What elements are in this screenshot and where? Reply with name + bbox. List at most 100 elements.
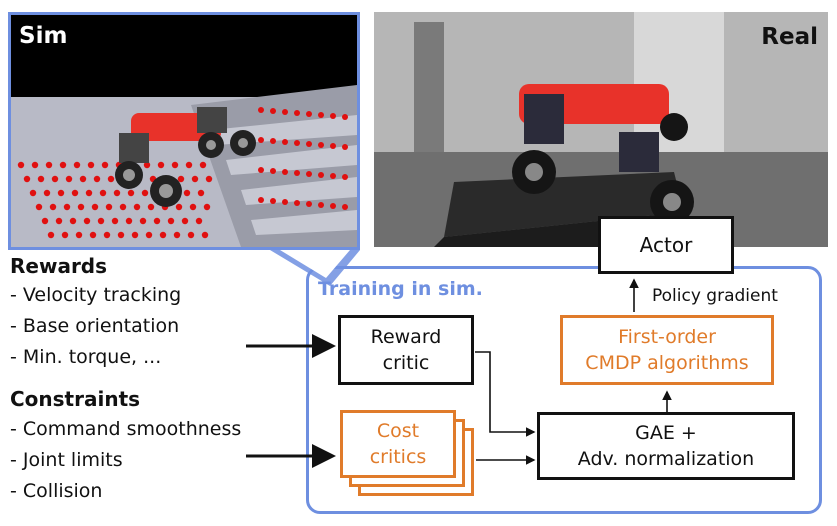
sim-marker [318, 172, 324, 178]
sim-marker [37, 175, 45, 183]
sim-marker [55, 217, 63, 225]
cmdp-box: First-order CMDP algorithms [560, 315, 774, 385]
sim-marker [35, 203, 43, 211]
sim-marker [49, 203, 57, 211]
cost-critics-line1: Cost [376, 420, 420, 442]
sim-marker [145, 231, 153, 239]
sim-marker [199, 161, 207, 169]
reward-critic-line2: critic [382, 352, 430, 374]
sim-marker [181, 217, 189, 225]
reward-item: - Min. torque, ... [10, 346, 162, 368]
sim-marker [159, 231, 167, 239]
sim-callout-inner [280, 250, 350, 278]
sim-marker [330, 203, 336, 209]
sim-marker [270, 198, 276, 204]
sim-marker [65, 175, 73, 183]
sim-marker [282, 109, 288, 115]
constraint-item: - Joint limits [10, 449, 123, 471]
sim-marker [45, 161, 53, 169]
policy-gradient-label: Policy gradient [652, 286, 778, 306]
sim-marker [131, 231, 139, 239]
sim-marker [93, 175, 101, 183]
cmdp-line2: CMDP algorithms [585, 352, 749, 374]
sim-marker [185, 161, 193, 169]
sim-marker [258, 167, 264, 173]
sim-marker [31, 161, 39, 169]
sim-marker [73, 161, 81, 169]
sim-marker [342, 144, 348, 150]
sim-marker [306, 171, 312, 177]
sim-marker [342, 114, 348, 120]
sim-marker [127, 189, 135, 197]
constraints-title: Constraints [10, 387, 141, 411]
sim-marker [79, 175, 87, 183]
sim-marker [147, 203, 155, 211]
reward-critic-line1: Reward [370, 326, 442, 348]
sim-marker [51, 175, 59, 183]
sim-marker [282, 199, 288, 205]
sim-marker [342, 174, 348, 180]
sim-marker [143, 161, 151, 169]
sim-marker [258, 107, 264, 113]
sim-marker [175, 203, 183, 211]
sim-marker [63, 203, 71, 211]
training-frame [306, 266, 822, 514]
sim-marker [258, 197, 264, 203]
constraint-item: - Command smoothness [10, 418, 242, 440]
sim-marker [71, 189, 79, 197]
sim-marker [294, 170, 300, 176]
sim-marker [91, 203, 99, 211]
sim-image: Sim [8, 12, 360, 250]
sim-marker [59, 161, 67, 169]
rewards-title: Rewards [10, 254, 108, 278]
reward-critic-box: Reward critic [338, 315, 474, 385]
sim-marker [330, 143, 336, 149]
sim-marker [101, 161, 109, 169]
sim-marker [29, 189, 37, 197]
real-robot [512, 84, 694, 224]
sim-marker [306, 111, 312, 117]
sim-marker [203, 203, 211, 211]
sim-marker [258, 137, 264, 143]
sim-marker [183, 189, 191, 197]
sim-marker [43, 189, 51, 197]
actor-box: Actor [598, 216, 734, 274]
sim-marker [17, 161, 25, 169]
sim-marker [87, 161, 95, 169]
sim-marker [111, 217, 119, 225]
sim-marker [105, 203, 113, 211]
cmdp-line1: First-order [618, 326, 716, 348]
sim-marker [270, 138, 276, 144]
sim-marker [205, 175, 213, 183]
sim-marker [318, 112, 324, 118]
sim-markers [17, 107, 348, 239]
sim-marker [119, 203, 127, 211]
sim-marker [77, 203, 85, 211]
constraint-item: - Collision [10, 480, 103, 502]
sim-robot [115, 107, 256, 207]
sim-marker [197, 189, 205, 197]
sim-marker [282, 139, 288, 145]
sim-label: Sim [19, 23, 68, 49]
gae-line2: Adv. normalization [577, 448, 755, 470]
sim-marker [85, 189, 93, 197]
sim-marker [61, 231, 69, 239]
sim-marker [195, 217, 203, 225]
gae-line1: GAE + [635, 422, 697, 444]
reward-item: - Velocity tracking [10, 284, 182, 306]
sim-marker [99, 189, 107, 197]
sim-marker [141, 189, 149, 197]
actor-label: Actor [639, 233, 693, 257]
sim-marker [191, 175, 199, 183]
real-image: Real [374, 12, 828, 247]
sim-marker [69, 217, 77, 225]
sim-marker [57, 189, 65, 197]
sim-marker [153, 217, 161, 225]
sim-marker [282, 169, 288, 175]
sim-marker [173, 231, 181, 239]
sim-marker [306, 141, 312, 147]
sim-marker [113, 189, 121, 197]
training-title: Training in sim. [318, 278, 483, 300]
sim-marker [83, 217, 91, 225]
